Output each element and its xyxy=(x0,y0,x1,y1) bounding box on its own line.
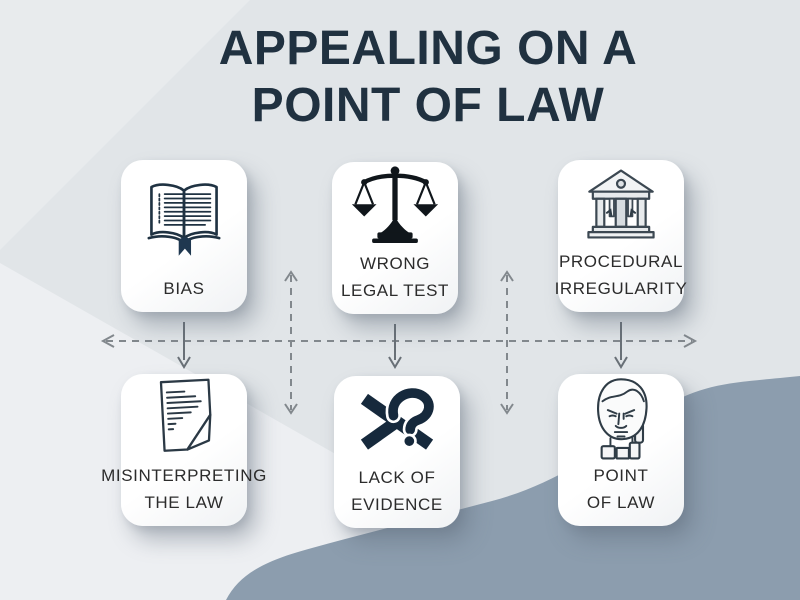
card-label: WRONG LEGAL TEST xyxy=(341,250,449,304)
left-arrowhead xyxy=(100,334,115,348)
card-label: BIAS xyxy=(163,275,204,302)
card-label-line: EVIDENCE xyxy=(351,495,443,515)
page-title-line-1: APPEALING ON A xyxy=(218,22,638,75)
open-book-icon xyxy=(121,160,247,275)
background-top-left-highlight xyxy=(0,0,250,250)
courthouse-icon xyxy=(558,160,684,248)
solid-down-arrow-1 xyxy=(177,322,191,369)
card-label-line: WRONG xyxy=(359,254,431,273)
person-face-icon xyxy=(558,374,684,462)
folded-document-icon xyxy=(121,374,247,462)
card-wrong-legal-test: WRONG LEGAL TEST xyxy=(332,162,458,314)
card-procedural-irregularity: PROCEDURAL IRREGULARITY xyxy=(555,160,687,312)
solid-down-arrow-2 xyxy=(388,324,402,369)
card-label-line: PROCEDURAL xyxy=(558,252,684,271)
card-label: LACK OF EVIDENCE xyxy=(351,464,443,518)
card-point-of-law: POINT OF LAW xyxy=(558,374,684,526)
card-label: MISINTERPRETING THE LAW xyxy=(101,462,267,516)
card-bias: BIAS xyxy=(121,160,247,312)
card-label-line: MISINTERPRETING xyxy=(101,466,267,485)
card-label-line: POINT xyxy=(593,466,649,485)
page-title-line-2: POINT OF LAW xyxy=(251,78,605,132)
card-label-line: OF LAW xyxy=(586,493,656,513)
right-arrowhead xyxy=(683,334,698,348)
card-label-line: LACK OF xyxy=(358,468,436,487)
page-title: APPEALING ON A POINT OF LAW xyxy=(56,21,800,134)
card-misinterpreting-the-law: MISINTERPRETING THE LAW xyxy=(101,374,266,526)
up-arrowhead-1 xyxy=(284,270,298,282)
down-arrowhead-1 xyxy=(284,403,298,415)
down-arrowhead-2 xyxy=(500,403,514,415)
solid-down-arrow-3 xyxy=(614,322,628,369)
card-label: PROCEDURAL IRREGULARITY xyxy=(555,248,688,302)
crossed-out-question-icon xyxy=(334,376,460,464)
up-arrowhead-2 xyxy=(500,270,514,282)
scales-of-justice-icon xyxy=(332,162,458,250)
card-label-line: THE LAW xyxy=(144,493,224,513)
card-label: POINT OF LAW xyxy=(587,462,655,516)
card-lack-of-evidence: LACK OF EVIDENCE xyxy=(334,376,460,528)
card-label-line: BIAS xyxy=(163,278,205,298)
card-label-line: IRREGULARITY xyxy=(554,279,688,299)
card-label-line: LEGAL TEST xyxy=(340,281,450,301)
